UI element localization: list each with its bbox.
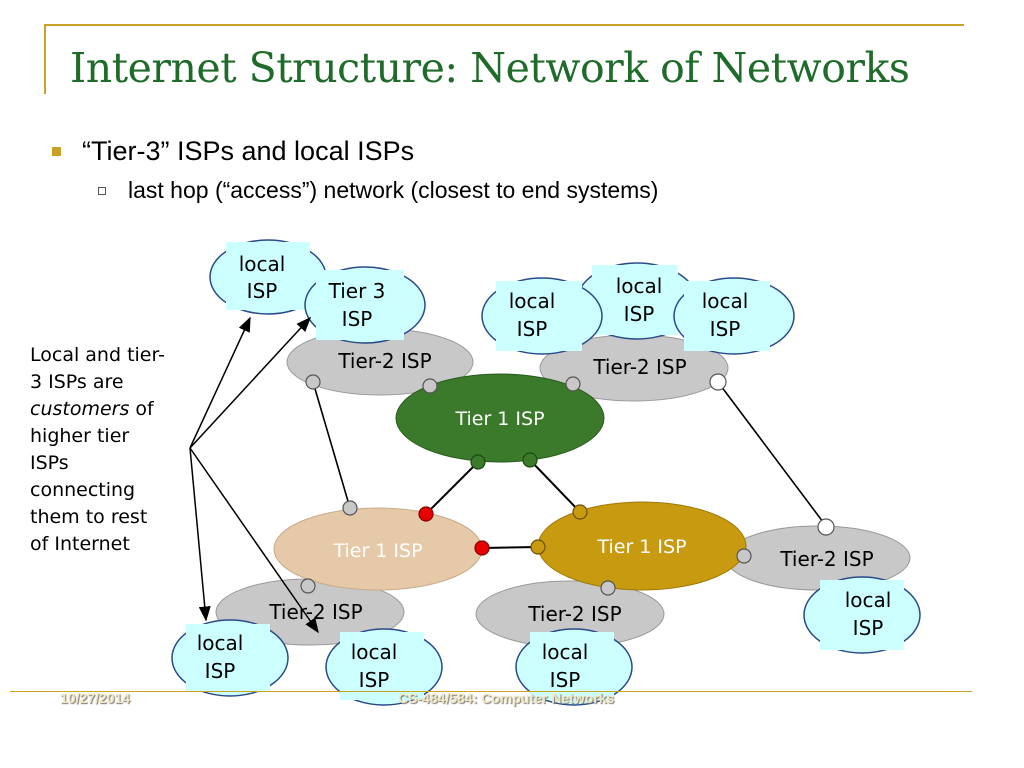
router-dot — [522, 452, 538, 468]
side-note: Local and tier- 3 ISPs are customers of … — [30, 342, 206, 558]
local-isp-node: local ISP — [673, 277, 795, 355]
slide-frame-top — [44, 24, 964, 26]
router-dot — [709, 373, 727, 391]
svg-text:ISP: ISP — [853, 616, 884, 640]
router-dot — [530, 539, 546, 555]
slide-title: Internet Structure: Network of Networks — [70, 44, 910, 92]
local-isp-node: local ISP — [209, 239, 327, 315]
router-dot — [305, 374, 321, 390]
svg-text:local: local — [702, 289, 749, 313]
link-tier2tl-tier1left — [312, 381, 351, 509]
side-note-line: customers of — [30, 398, 154, 420]
svg-text:ISP: ISP — [247, 279, 278, 303]
svg-text:local: local — [509, 289, 556, 313]
svg-text:local: local — [197, 631, 244, 655]
side-note-line: connecting — [30, 479, 136, 501]
tier2-top-right-label: Tier-2 ISP — [592, 355, 686, 379]
peering-dot — [474, 540, 490, 556]
customer-arrow — [189, 447, 319, 634]
router-dot — [470, 454, 486, 470]
link-tier2tr-tier2right — [717, 381, 827, 527]
local-isp-node: local ISP — [325, 628, 443, 706]
bullet-square-icon — [52, 147, 61, 156]
side-note-line: ISPs — [30, 452, 69, 474]
bullet-hollow-square-icon — [98, 187, 106, 195]
bullet-main-text: “Tier-3” ISPs and local ISPs — [82, 136, 415, 166]
router-dot — [817, 518, 835, 536]
svg-text:local: local — [351, 640, 398, 664]
svg-text:ISP: ISP — [517, 317, 548, 341]
link-center-left — [425, 461, 479, 515]
side-note-line: of Internet — [30, 533, 130, 555]
tier2-right-label: Tier-2 ISP — [779, 547, 873, 571]
tier2-bottom-mid-label: Tier-2 ISP — [527, 602, 621, 626]
bullet-sub-text: last hop (“access”) network (closest to … — [128, 177, 659, 203]
tier2-top-left-label: Tier-2 ISP — [337, 349, 431, 373]
local-isp-node: local ISP — [515, 628, 633, 706]
svg-text:local: local — [845, 588, 892, 612]
customer-arrow — [189, 447, 211, 622]
router-dot — [736, 548, 752, 564]
link-center-right — [529, 459, 581, 513]
svg-text:ISP: ISP — [205, 659, 236, 683]
svg-text:local: local — [542, 640, 589, 664]
local-isp-node: local ISP — [481, 277, 603, 355]
router-dot — [342, 500, 358, 516]
side-note-line: them to rest — [30, 506, 148, 528]
local-isp-node: local ISP — [576, 262, 698, 340]
svg-text:local: local — [616, 274, 663, 298]
side-note-line: higher tier — [30, 425, 130, 447]
side-note-line: 3 ISPs are — [30, 371, 124, 393]
link-left-right — [481, 546, 539, 549]
footer-divider — [10, 691, 972, 692]
tier1-center-label: Tier 1 ISP — [454, 408, 544, 430]
customer-arrow — [189, 316, 251, 449]
router-dot — [422, 378, 438, 394]
customer-arrow — [189, 316, 312, 449]
side-note-line: Local and tier- — [30, 344, 165, 366]
tier2-bottom-left-label: Tier-2 ISP — [268, 600, 362, 624]
side-note-emphasis: customers — [30, 398, 130, 420]
local-isp-node: local ISP — [171, 619, 289, 697]
bullet-sub: last hop (“access”) network (closest to … — [98, 177, 659, 204]
router-dot — [565, 376, 581, 392]
slide-frame-left — [44, 24, 46, 94]
router-dot — [572, 504, 588, 520]
footer-course: CS-484/584: Computer Networks — [398, 690, 615, 706]
peering-dot — [418, 506, 434, 522]
svg-text:ISP: ISP — [550, 668, 581, 692]
tier1-left-label: Tier 1 ISP — [332, 540, 422, 562]
svg-text:ISP: ISP — [624, 302, 655, 326]
svg-text:local: local — [239, 252, 286, 276]
local-isp-node: local ISP — [803, 576, 921, 654]
svg-text:Tier 3: Tier 3 — [328, 279, 386, 303]
footer-date: 10/27/2014 — [60, 690, 131, 706]
svg-text:ISP: ISP — [342, 307, 373, 331]
router-dot — [300, 578, 316, 594]
tier1-right-label: Tier 1 ISP — [596, 536, 686, 558]
tier1-center-oval — [395, 373, 605, 463]
svg-text:ISP: ISP — [359, 668, 390, 692]
tier3-isp-node: Tier 3 ISP — [304, 266, 426, 344]
svg-text:ISP: ISP — [710, 317, 741, 341]
bullet-main: “Tier-3” ISPs and local ISPs — [52, 136, 415, 167]
router-dot — [600, 580, 616, 596]
